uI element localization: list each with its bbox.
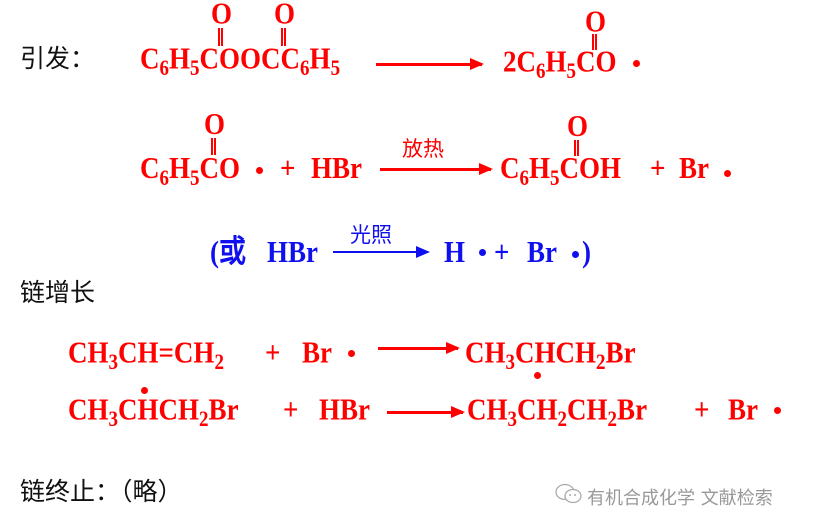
alt-open: (或 [210,234,246,270]
condition-light: 光照 [350,223,392,247]
benzoic-acid: C6H5COH [500,150,622,191]
1-bromopropane: CH3CH2CH2Br [467,391,648,432]
plus-sign: + [494,234,510,270]
reaction-arrow [380,163,493,175]
plus-sign: + [650,150,666,186]
benzoyl-radical: C6H5CO [140,150,241,191]
bromine-radical: Br [679,150,709,186]
double-bond [592,34,597,50]
plus-sign: + [283,391,299,427]
bromopropyl-radical: CH3CHCH2Br [68,391,239,432]
carbonyl-oxygen: O [274,0,296,31]
reaction-arrow [378,342,460,354]
propene: CH3CH=CH2 [68,334,224,375]
double-bond [281,28,286,46]
section-propagation: 链增长 [20,278,96,307]
plus-sign: + [280,150,296,186]
radical-dot [572,251,579,258]
section-termination: 链终止：（略） [20,477,183,506]
radical-dot [479,249,486,256]
bromine-radical: Br [527,234,557,270]
double-bond [574,140,579,156]
carbonyl-oxygen: O [567,108,589,144]
carbonyl-oxygen: O [211,0,233,31]
plus-sign: + [265,334,281,370]
carbonyl-oxygen: O [204,106,226,142]
benzoyloxy-radical-product: 2C6H5CO [503,43,617,84]
hydrogen-radical: H [444,234,466,270]
hbr: HBr [319,391,370,427]
radical-dot [633,60,640,67]
double-bond [211,138,216,155]
bromopropyl-radical: CH3CHCH2Br [465,334,636,375]
hbr: HBr [267,234,318,270]
radical-dot [256,167,263,174]
radical-dot [348,350,355,357]
radical-dot [141,387,148,394]
section-initiation: 引发： [20,44,96,73]
hbr: HBr [311,150,362,186]
alt-close: ) [582,234,591,270]
radical-dot [534,372,541,379]
dibenzoyl-peroxide: C6H5COOCC6H5 [140,40,341,81]
double-bond [218,28,223,46]
watermark-text: 有机合成化学 文献检索 [587,488,773,509]
plus-sign: + [694,391,710,427]
bromine-radical: Br [728,391,758,427]
carbonyl-oxygen: O [585,3,607,39]
wechat-icon [554,482,584,511]
condition-exothermic: 放热 [402,137,444,161]
radical-dot [774,407,781,414]
bromine-radical: Br [302,334,332,370]
reaction-arrow [333,246,430,258]
reaction-arrow [387,406,465,418]
radical-dot [724,170,731,177]
reaction-arrow [376,58,484,70]
